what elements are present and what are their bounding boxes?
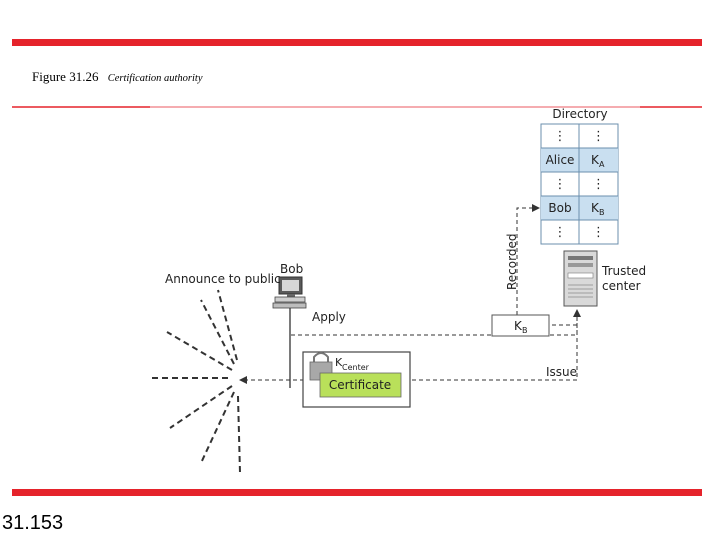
directory-key-cell: ⋮	[592, 129, 605, 144]
certificate-key-sub: Center	[342, 363, 370, 372]
directory-name-cell: ⋮	[554, 177, 567, 192]
certificate-key-main: K	[335, 356, 343, 369]
page-number: 31.153	[2, 512, 64, 534]
directory-key-subscript: B	[599, 208, 605, 217]
bob-computer-icon	[272, 276, 307, 309]
directory-key-cell: K	[591, 201, 600, 215]
directory-key-cell: ⋮	[592, 225, 605, 240]
certificate-label: Certificate	[329, 378, 391, 392]
directory-key-subscript: A	[599, 160, 605, 169]
directory-key-cell: K	[591, 153, 600, 167]
top-red-rule	[12, 39, 702, 46]
server-drive-bay	[567, 272, 594, 279]
server-drive-slot	[568, 263, 593, 267]
issue-label: Issue	[546, 365, 577, 379]
figure-caption: Figure 31.26 Certification authority	[32, 69, 203, 85]
public-key-box: K B	[491, 314, 550, 337]
certificate-box: K Center Certificate	[302, 351, 411, 408]
figure-number: Figure 31.26	[32, 69, 99, 84]
trusted-center-label-line1: Trusted	[601, 264, 646, 278]
directory-name-cell: Bob	[548, 201, 571, 215]
trusted-center-label-line2: center	[602, 279, 641, 293]
bottom-red-rule	[12, 489, 702, 496]
directory-name-cell: Alice	[546, 153, 575, 167]
directory-name-cell: ⋮	[554, 225, 567, 240]
directory-key-cell: ⋮	[592, 177, 605, 192]
directory-title: Directory	[552, 107, 607, 121]
key-box-main: K	[514, 319, 523, 333]
figure-title: Certification authority	[107, 73, 203, 84]
key-box-sub: B	[522, 326, 528, 335]
announce-label: Announce to public	[165, 272, 281, 286]
server-drive-slot	[568, 256, 593, 260]
directory-name-cell: ⋮	[554, 129, 567, 144]
trusted-center-server: Trusted center	[563, 250, 646, 307]
recorded-label: Recorded	[505, 234, 519, 290]
announce-burst	[152, 289, 241, 474]
bob-label: Bob	[280, 262, 303, 276]
apply-label: Apply	[312, 310, 346, 324]
